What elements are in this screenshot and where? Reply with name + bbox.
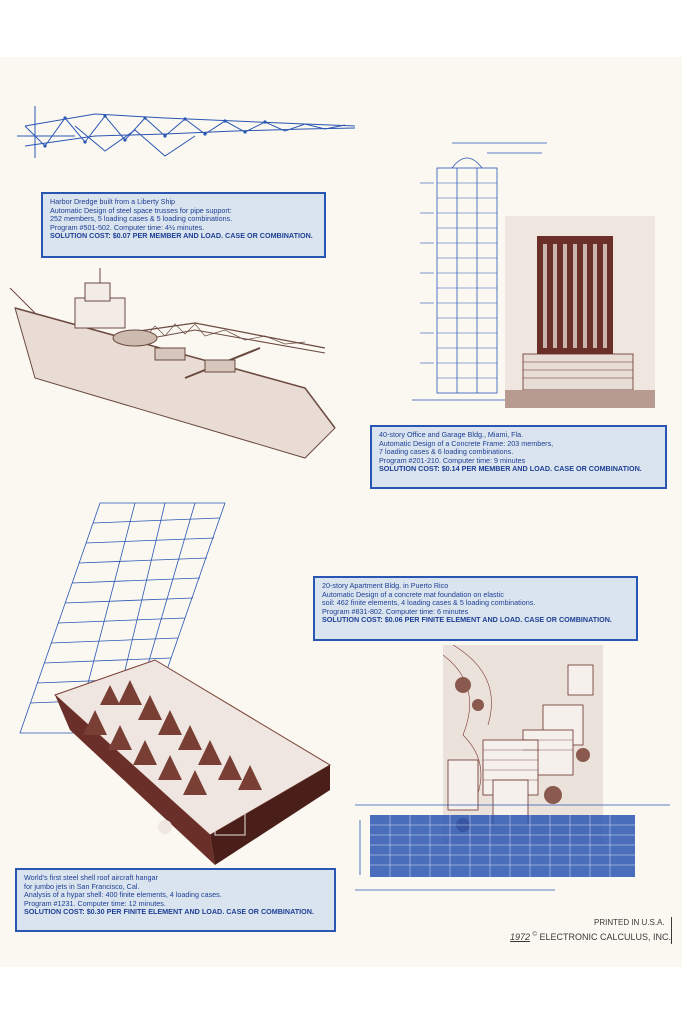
- dredge-caption-line-2: Automatic Design of steel space trusses …: [50, 205, 232, 215]
- hangar-caption-line-3: Analysis of a hypar shell: 400 finite el…: [24, 890, 222, 900]
- apartment-complex-rendering: [443, 645, 603, 845]
- copyright-symbol: ©: [532, 932, 537, 938]
- office-caption-line-3: 7 loading cases & 6 loading combinations…: [379, 447, 514, 457]
- office-caption-line-4: Program #201-210. Computer time: 9 minut…: [379, 455, 526, 465]
- hangar-caption-line-4: Program #1231. Computer time: 12 minutes…: [24, 898, 166, 908]
- hangar-caption: World's first steel shell roof aircraft …: [15, 868, 336, 932]
- dredge-caption-line-4: Program #501-502. Computer time: 4½ minu…: [50, 222, 205, 232]
- printed-in-usa: PRINTED IN U.S.A.: [594, 918, 665, 927]
- apartment-caption-line-3: soil: 462 finite elements, 4 loading cas…: [322, 598, 536, 608]
- harbor-dredge-ship-illustration: [9, 268, 336, 459]
- office-tower-structural-drawing: [412, 142, 547, 401]
- dredge-solution-cost: SOLUTION COST: $0.07 PER MEMBER AND LOAD…: [50, 231, 313, 241]
- office-tower-photo: [505, 216, 655, 408]
- mat-foundation-mesh-drawing: [355, 804, 670, 891]
- dredge-caption: Harbor Dredge built from a Liberty Ship …: [41, 192, 326, 258]
- office-caption-line-2: Automatic Design of a Concrete Frame: 20…: [379, 438, 554, 448]
- hangar-solution-cost: SOLUTION COST: $0.30 PER FINITE ELEMENT …: [24, 907, 314, 917]
- apartment-caption-line-4: Program #831-802. Computer time: 6 minut…: [322, 606, 469, 616]
- copyright-line: 1972 © ELECTRONIC CALCULUS, INC.: [510, 932, 671, 942]
- office-solution-cost: SOLUTION COST: $0.14 PER MEMBER AND LOAD…: [379, 464, 642, 474]
- office-caption-line-1: 40-story Office and Garage Bldg., Miami,…: [379, 430, 524, 439]
- aircraft-hangar-model-photo: [54, 659, 331, 865]
- hangar-caption-line-1: World's first steel shell roof aircraft …: [24, 873, 158, 882]
- company-name: ELECTRONIC CALCULUS, INC.: [539, 932, 672, 942]
- space-truss-drawing: [17, 106, 356, 158]
- footer-rule: [671, 917, 672, 944]
- copyright-year: 1972: [510, 932, 531, 942]
- apartment-solution-cost: SOLUTION COST: $0.06 PER FINITE ELEMENT …: [322, 615, 612, 625]
- office-caption: 40-story Office and Garage Bldg., Miami,…: [370, 425, 667, 489]
- dredge-caption-line-3: 252 members, 5 loading cases & 5 loading…: [50, 214, 233, 224]
- apartment-caption-line-2: Automatic Design of a concrete mat found…: [322, 589, 504, 599]
- apartment-caption-line-1: 20-story Apartment Bldg. in Puerto Rico: [322, 581, 449, 590]
- apartment-caption: 20-story Apartment Bldg. in Puerto Rico …: [313, 576, 638, 641]
- hangar-caption-line-2: for jumbo jets in San Francisco, Cal.: [24, 881, 140, 891]
- dredge-caption-line-1: Harbor Dredge built from a Liberty Ship: [50, 197, 176, 206]
